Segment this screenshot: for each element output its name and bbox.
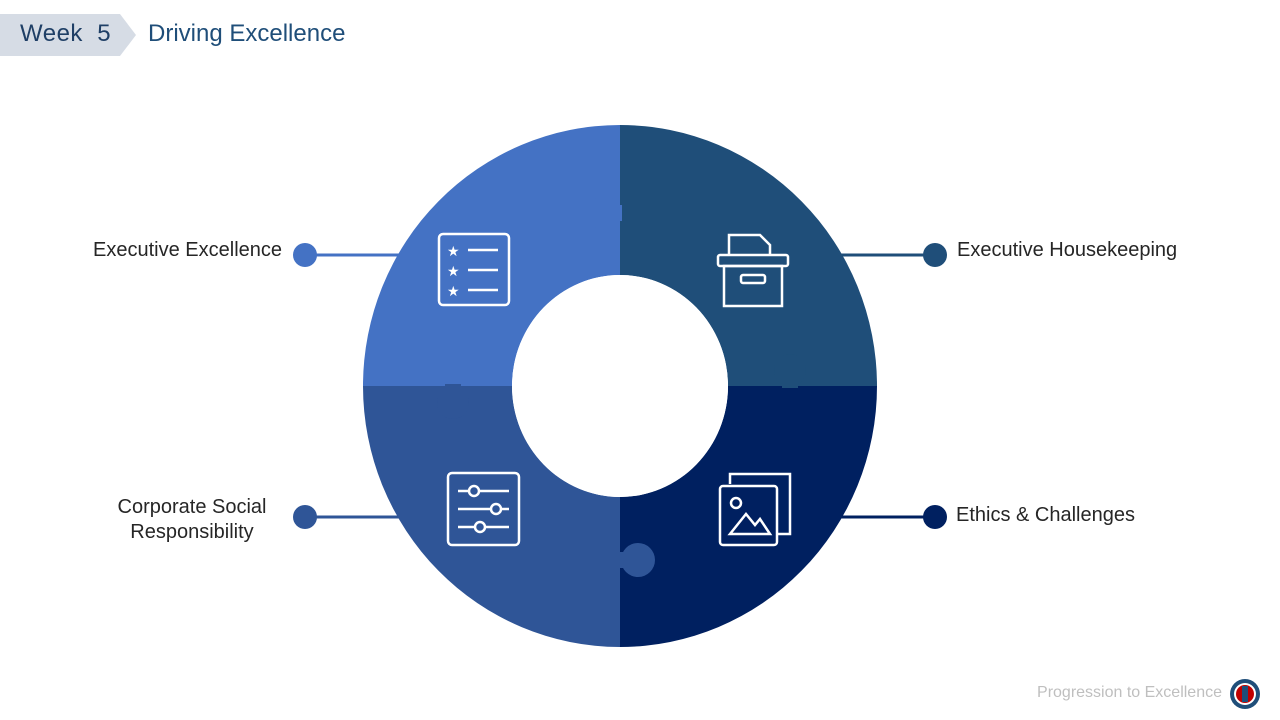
gallery-icon [718, 472, 792, 547]
connector-dot-executive-housekeeping [923, 243, 947, 267]
archive-box-icon [716, 233, 790, 308]
connector-dot-ethics-challenges [923, 505, 947, 529]
week-tab [0, 14, 136, 56]
week-tab-shape [0, 14, 136, 56]
page-title: Driving Excellence [148, 20, 346, 47]
ring-center-hole [512, 275, 728, 497]
week-label: Week 5 [20, 20, 112, 47]
puzzle-tab-top-neck [596, 205, 622, 221]
svg-text:★: ★ [447, 284, 460, 300]
star-list-icon: ★ ★ ★ [437, 232, 511, 307]
puzzle-piece-executive-excellence [363, 125, 620, 386]
logo-emblem [1230, 679, 1260, 709]
footer-text: Progression to Excellence [1037, 684, 1222, 701]
label-corporate-social-responsibility: Corporate Social Responsibility [117, 496, 267, 543]
label-executive-housekeeping: Executive Housekeeping [957, 239, 1178, 261]
connector-dot-executive-excellence [293, 243, 317, 267]
puzzle-tab-bottom-neck [618, 552, 642, 568]
sliders-icon [446, 471, 521, 547]
connector-dot-corporate-social-responsibility [293, 505, 317, 529]
label-executive-excellence: Executive Excellence [93, 239, 282, 261]
puzzle-piece-corporate-social-responsibility [363, 386, 620, 647]
puzzle-tab-right-neck [782, 362, 798, 388]
svg-text:★: ★ [447, 244, 460, 260]
label-ethics-challenges: Ethics & Challenges [956, 504, 1135, 526]
svg-text:★: ★ [447, 264, 460, 280]
puzzle-tab-left-neck [445, 384, 461, 406]
